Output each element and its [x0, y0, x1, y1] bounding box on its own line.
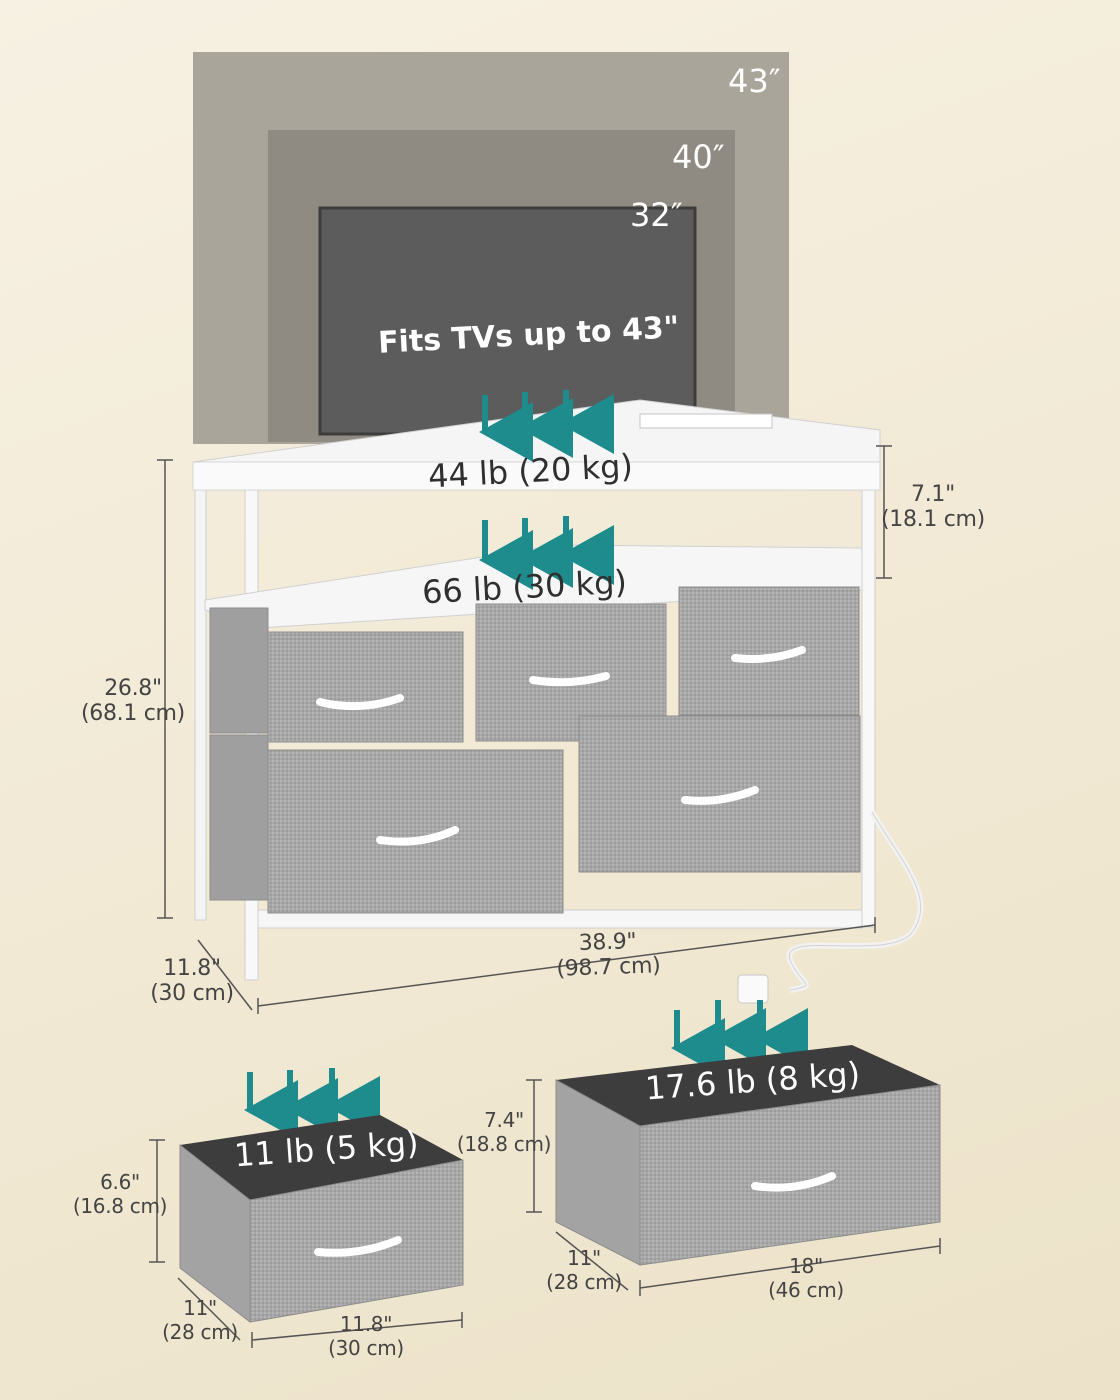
tv-size-panels	[193, 52, 789, 444]
dimension-lines	[157, 445, 892, 1014]
dresser	[192, 399, 924, 1004]
tv-size-43-label: 43″	[728, 62, 781, 100]
drawer-bottom-left	[267, 749, 564, 914]
depth-cm: (30 cm)	[150, 981, 234, 1006]
small-drawer-front	[249, 1159, 464, 1323]
large-drawer-width-inches: 18"	[789, 1254, 823, 1278]
small-drawer-height-cm: (16.8 cm)	[72, 1194, 168, 1218]
small-drawer-width-dimension: 11.8" (30 cm)	[318, 1312, 414, 1360]
drawer-handle	[529, 672, 610, 687]
depth-dimension: 11.8" (30 cm)	[134, 956, 250, 1006]
large-drawer	[526, 1045, 941, 1296]
drawer-side-left	[209, 607, 269, 734]
large-drawer-width-dimension: 18" (46 cm)	[754, 1254, 858, 1302]
load-arrows	[244, 390, 808, 1140]
small-drawer-depth-cm: (28 cm)	[162, 1320, 238, 1344]
drawer-top-left	[267, 631, 464, 743]
large-drawer-depth-cm: (28 cm)	[546, 1270, 622, 1294]
height-dimension: 26.8" (68.1 cm)	[72, 676, 194, 726]
power-plug	[737, 974, 769, 1004]
small-drawer-height-inches: 6.6"	[100, 1170, 140, 1194]
large-drawer-front	[639, 1084, 941, 1266]
drawer-top-right	[678, 586, 860, 716]
drawer-bottom-right	[578, 715, 861, 873]
drawer-side-left-lower	[209, 734, 269, 901]
small-drawer-width-cm: (30 cm)	[328, 1336, 404, 1360]
large-drawer-height-inches: 7.4"	[484, 1108, 524, 1132]
drawer-handle	[681, 786, 759, 805]
large-drawer-interior	[556, 1045, 940, 1126]
width-dimension: 38.9" (98.7 cm)	[539, 928, 677, 983]
top-front	[192, 461, 881, 491]
width-cm: (98.7 cm)	[556, 953, 661, 982]
small-drawer-interior	[180, 1115, 463, 1200]
drawer-handle	[731, 646, 806, 663]
height-cm: (68.1 cm)	[81, 701, 185, 726]
small-drawer-width-inches: 11.8"	[339, 1312, 393, 1336]
right-front-leg	[861, 461, 876, 928]
tv-size-32-label: 32″	[630, 196, 683, 234]
depth-inches: 11.8"	[163, 956, 221, 981]
large-drawer-width-cm: (46 cm)	[768, 1278, 844, 1302]
large-drawer-depth-inches: 11"	[567, 1246, 601, 1270]
drawer-handle	[316, 694, 404, 711]
small-drawer-depth-inches: 11"	[183, 1296, 217, 1320]
height-inches: 26.8"	[104, 676, 162, 701]
small-drawer-height-dimension: 6.6" (16.8 cm)	[70, 1170, 170, 1218]
large-drawer-depth-dimension: 11" (28 cm)	[536, 1246, 632, 1294]
drawer-handle	[314, 1236, 402, 1257]
small-drawer	[149, 1115, 464, 1348]
large-drawer-height-cm: (18.8 cm)	[456, 1132, 552, 1156]
power-strip	[639, 413, 773, 429]
tv-size-40-label: 40″	[672, 138, 725, 176]
shelf-gap-cm: (18.1 cm)	[881, 507, 985, 532]
small-drawer-depth-dimension: 11" (28 cm)	[152, 1296, 248, 1344]
drawer-handle	[751, 1172, 836, 1192]
large-drawer-height-dimension: 7.4" (18.8 cm)	[452, 1108, 556, 1156]
left-back-leg	[194, 464, 207, 921]
shelf-gap-dimension: 7.1" (18.1 cm)	[876, 482, 990, 532]
drawer-handle	[376, 826, 459, 846]
shelf-gap-inches: 7.1"	[911, 482, 955, 507]
